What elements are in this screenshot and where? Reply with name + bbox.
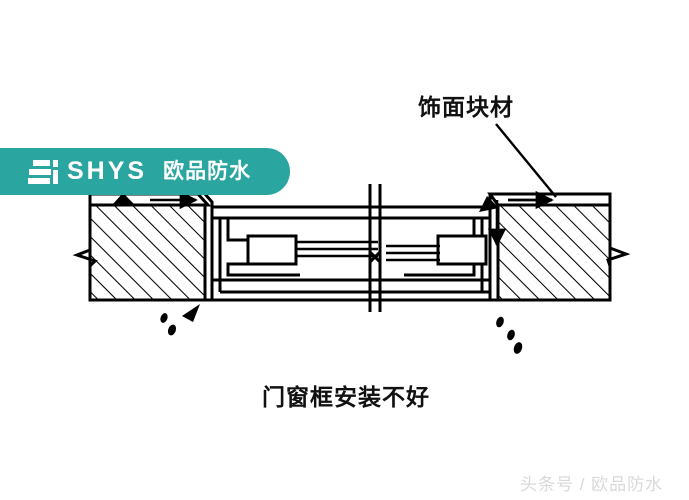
left-down-tick bbox=[112, 193, 135, 205]
left-wall-assembly bbox=[72, 192, 214, 302]
right-break-line bbox=[606, 205, 631, 300]
brand-wordmark: SHYS bbox=[67, 157, 148, 185]
water-droplets-right bbox=[496, 316, 523, 354]
right-wall-hatch bbox=[496, 203, 612, 302]
left-glazing-bead bbox=[246, 234, 298, 266]
callout-label-facing-stone: 饰面块材 bbox=[418, 94, 514, 120]
right-wall-assembly bbox=[487, 192, 631, 302]
watermark-text: 头条号 / 欧品防水 bbox=[520, 475, 664, 494]
left-break-line bbox=[72, 205, 98, 300]
brand-chinese-name: 欧品防水 bbox=[163, 160, 252, 183]
water-droplets-left bbox=[160, 304, 200, 336]
callout-leader bbox=[495, 123, 557, 202]
figure-caption: 门窗框安装不好 bbox=[262, 384, 430, 410]
left-jamb-edge bbox=[203, 193, 214, 300]
brand-banner: SHYS 欧品防水 bbox=[0, 148, 290, 195]
right-glazing-bead bbox=[436, 234, 488, 266]
leader-line bbox=[495, 123, 557, 198]
left-wall-hatch bbox=[88, 203, 207, 302]
window-frame-assembly bbox=[212, 184, 490, 312]
shys-bars-logo-icon bbox=[28, 159, 58, 185]
left-flow-arrow bbox=[112, 190, 198, 210]
center-mullion-kink bbox=[368, 250, 382, 264]
left-drip-arrow bbox=[182, 304, 200, 322]
